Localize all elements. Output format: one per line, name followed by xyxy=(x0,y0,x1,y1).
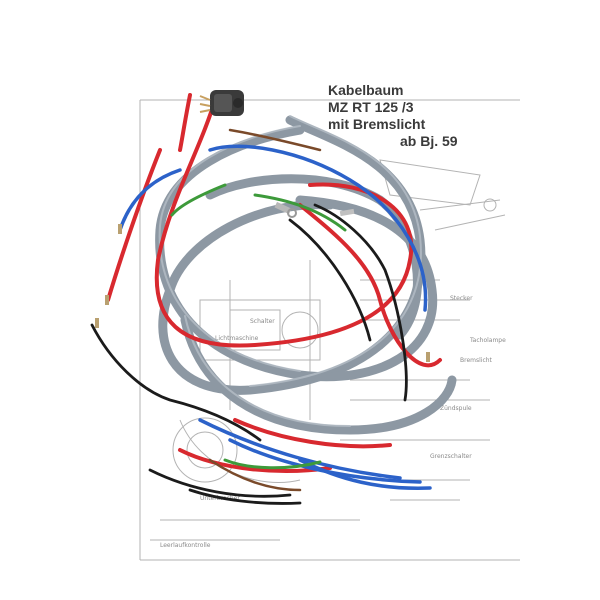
svg-text:Lichtmaschine: Lichtmaschine xyxy=(215,335,259,342)
caption-line-1: Kabelbaum xyxy=(328,82,404,98)
grey-cable-bundle xyxy=(155,115,457,435)
black-wires xyxy=(90,203,408,505)
connector-plug-icon xyxy=(199,90,244,116)
svg-text:Grenzschalter: Grenzschalter xyxy=(430,453,472,460)
brown-wires xyxy=(208,128,322,492)
ring-terminal-icon xyxy=(95,201,430,362)
svg-text:Zündspule: Zündspule xyxy=(440,405,472,412)
caption-line-2: MZ RT 125 /3 xyxy=(328,99,414,115)
svg-text:Schalter: Schalter xyxy=(250,318,275,325)
product-caption: Kabelbaum MZ RT 125 /3 mit Bremslicht ab… xyxy=(328,82,528,150)
svg-text:Stecker: Stecker xyxy=(450,295,473,302)
svg-text:Leerlaufkontrolle: Leerlaufkontrolle xyxy=(160,542,211,549)
caption-line-4: ab Bj. 59 xyxy=(400,133,458,149)
blue-wires xyxy=(118,144,432,491)
caption-line-3: mit Bremslicht xyxy=(328,116,426,132)
svg-text:Tacholampe: Tacholampe xyxy=(469,337,506,344)
green-wires xyxy=(170,183,347,470)
svg-text:Bremslicht: Bremslicht xyxy=(460,357,493,364)
